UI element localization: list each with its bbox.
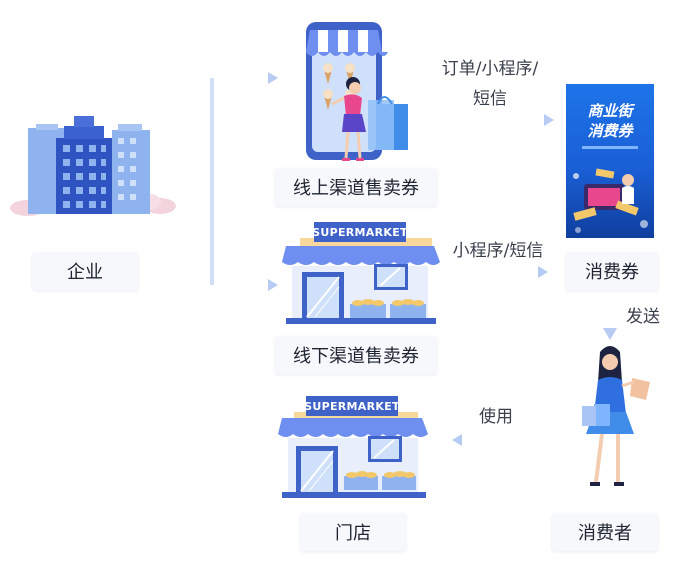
edge-label-use: 使用 <box>479 407 513 427</box>
coupon-to-consumer-arrow <box>603 298 617 340</box>
node-coupon: 消费券 <box>566 252 658 290</box>
coupon-poster: 商业街 消费券 <box>566 84 654 238</box>
node-consumer: 消费者 <box>552 513 658 551</box>
node-offline-channel: 线下渠道售卖券 <box>275 336 437 374</box>
supermarket-sign-bottom: SUPERMARKET <box>304 396 400 416</box>
edge-label-online-line2: 短信 <box>473 89 507 109</box>
enterprise-branch-arrow <box>183 72 278 291</box>
consumer-to-store-arrow <box>452 434 530 446</box>
edge-label-send: 发送 <box>626 307 660 327</box>
poster-title-line1: 商业街 <box>587 102 633 120</box>
online-to-coupon-arrow <box>430 114 554 126</box>
node-enterprise: 企业 <box>32 252 138 290</box>
node-online-channel: 线上渠道售卖券 <box>275 168 437 206</box>
poster-illustration-icon <box>573 168 648 233</box>
poster-title-line2: 消费券 <box>587 122 633 140</box>
offline-to-coupon-arrow <box>440 266 548 278</box>
edge-label-online-line1: 订单/小程序/ <box>441 59 539 79</box>
poster-divider <box>582 146 638 149</box>
supermarket-sign-top: SUPERMARKET <box>312 222 408 242</box>
node-store: 门店 <box>300 513 406 551</box>
edge-label-offline: 小程序/短信 <box>452 241 544 261</box>
